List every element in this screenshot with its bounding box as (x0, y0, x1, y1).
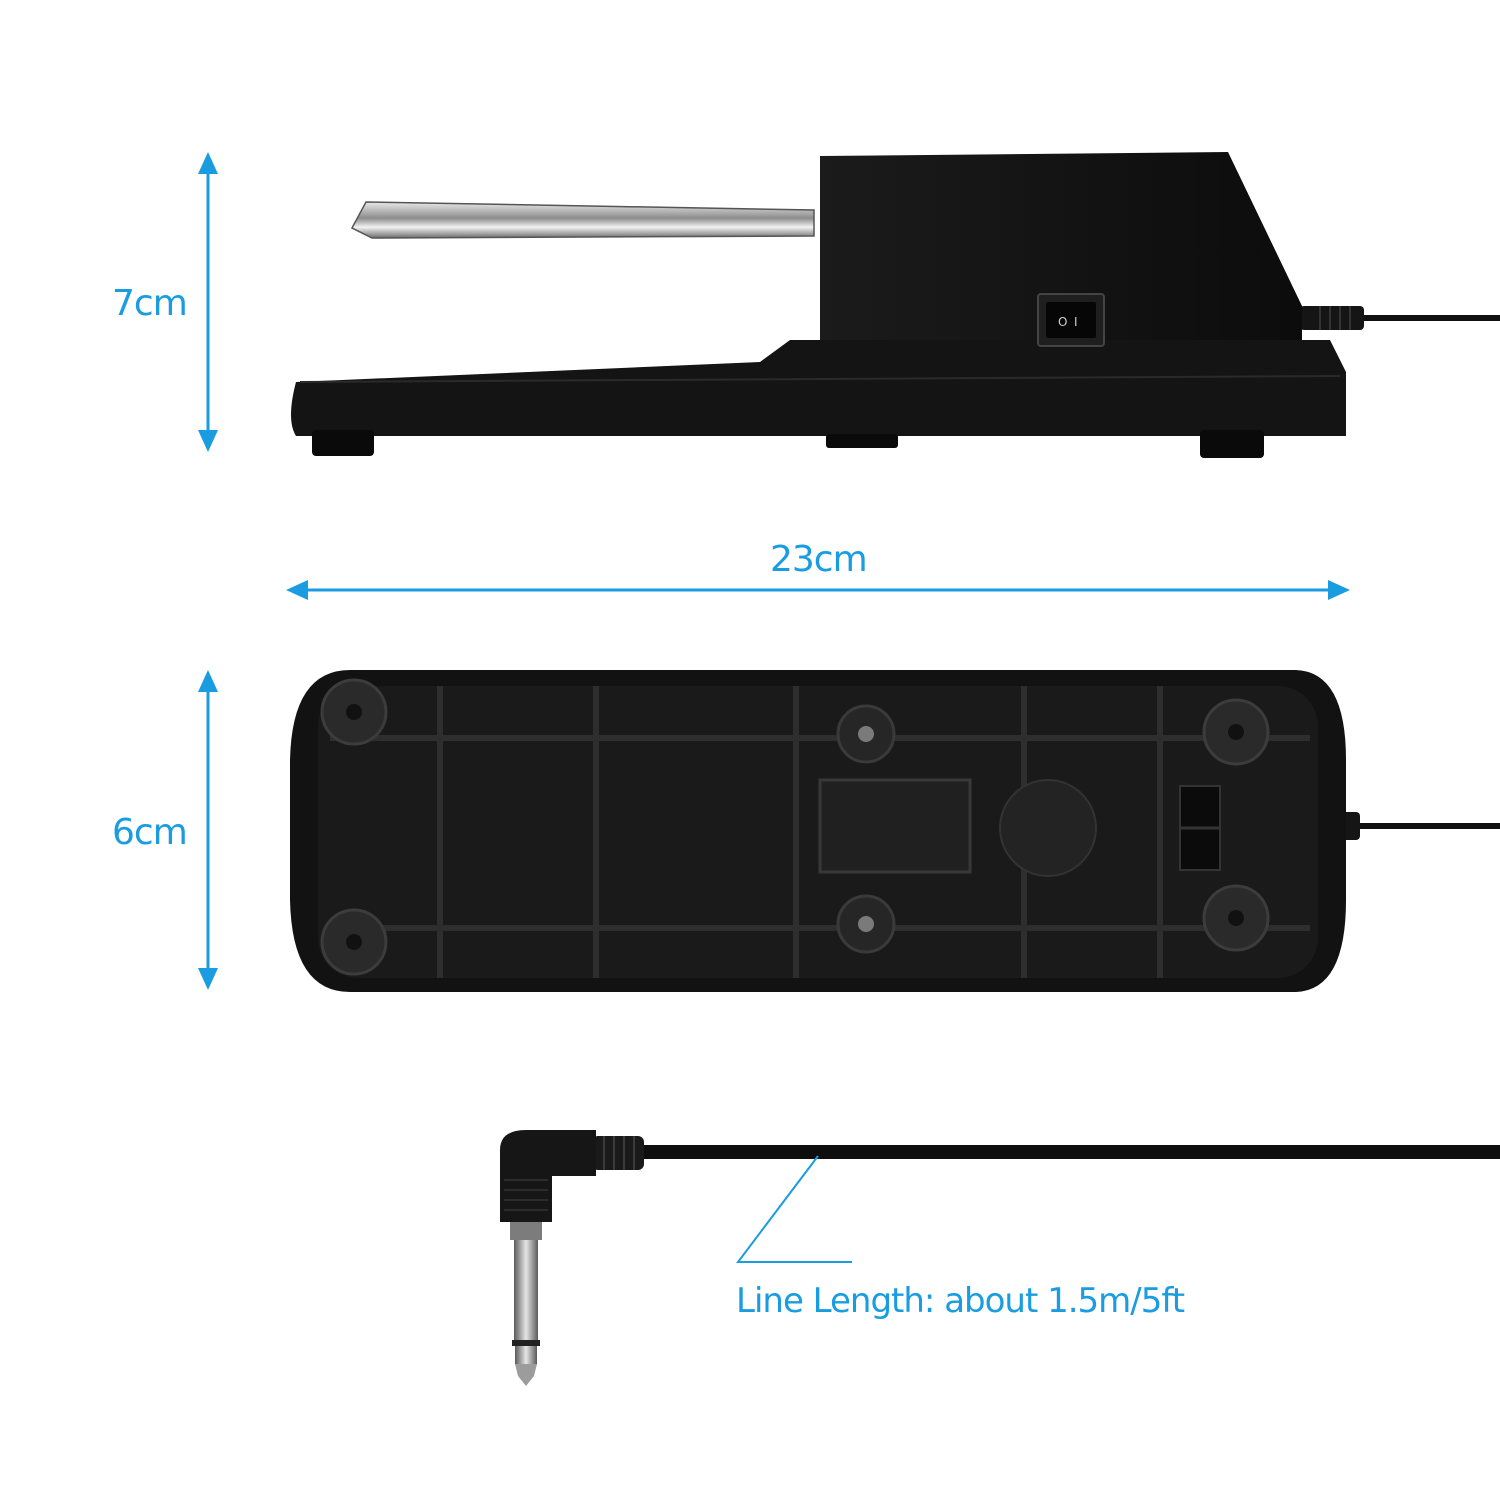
height-dimension-arrow (198, 152, 218, 452)
switch-off-mark: O (1058, 315, 1067, 329)
width-dimension-label: 23cm (770, 539, 868, 580)
width-dimension-arrow (286, 580, 1350, 600)
pedal-bottom-view (290, 670, 1500, 992)
power-switch: O I (1037, 293, 1105, 347)
cable-length-label: Line Length: about 1.5m/5ft (736, 1281, 1185, 1321)
cable-with-jack-plug (500, 1130, 1500, 1386)
depth-dimension-arrow (198, 670, 218, 990)
switch-on-mark: I (1074, 315, 1078, 329)
pedal-side-view: O I (291, 152, 1500, 458)
depth-dimension-label: 6cm (112, 812, 188, 853)
height-dimension-label: 7cm (112, 283, 188, 324)
